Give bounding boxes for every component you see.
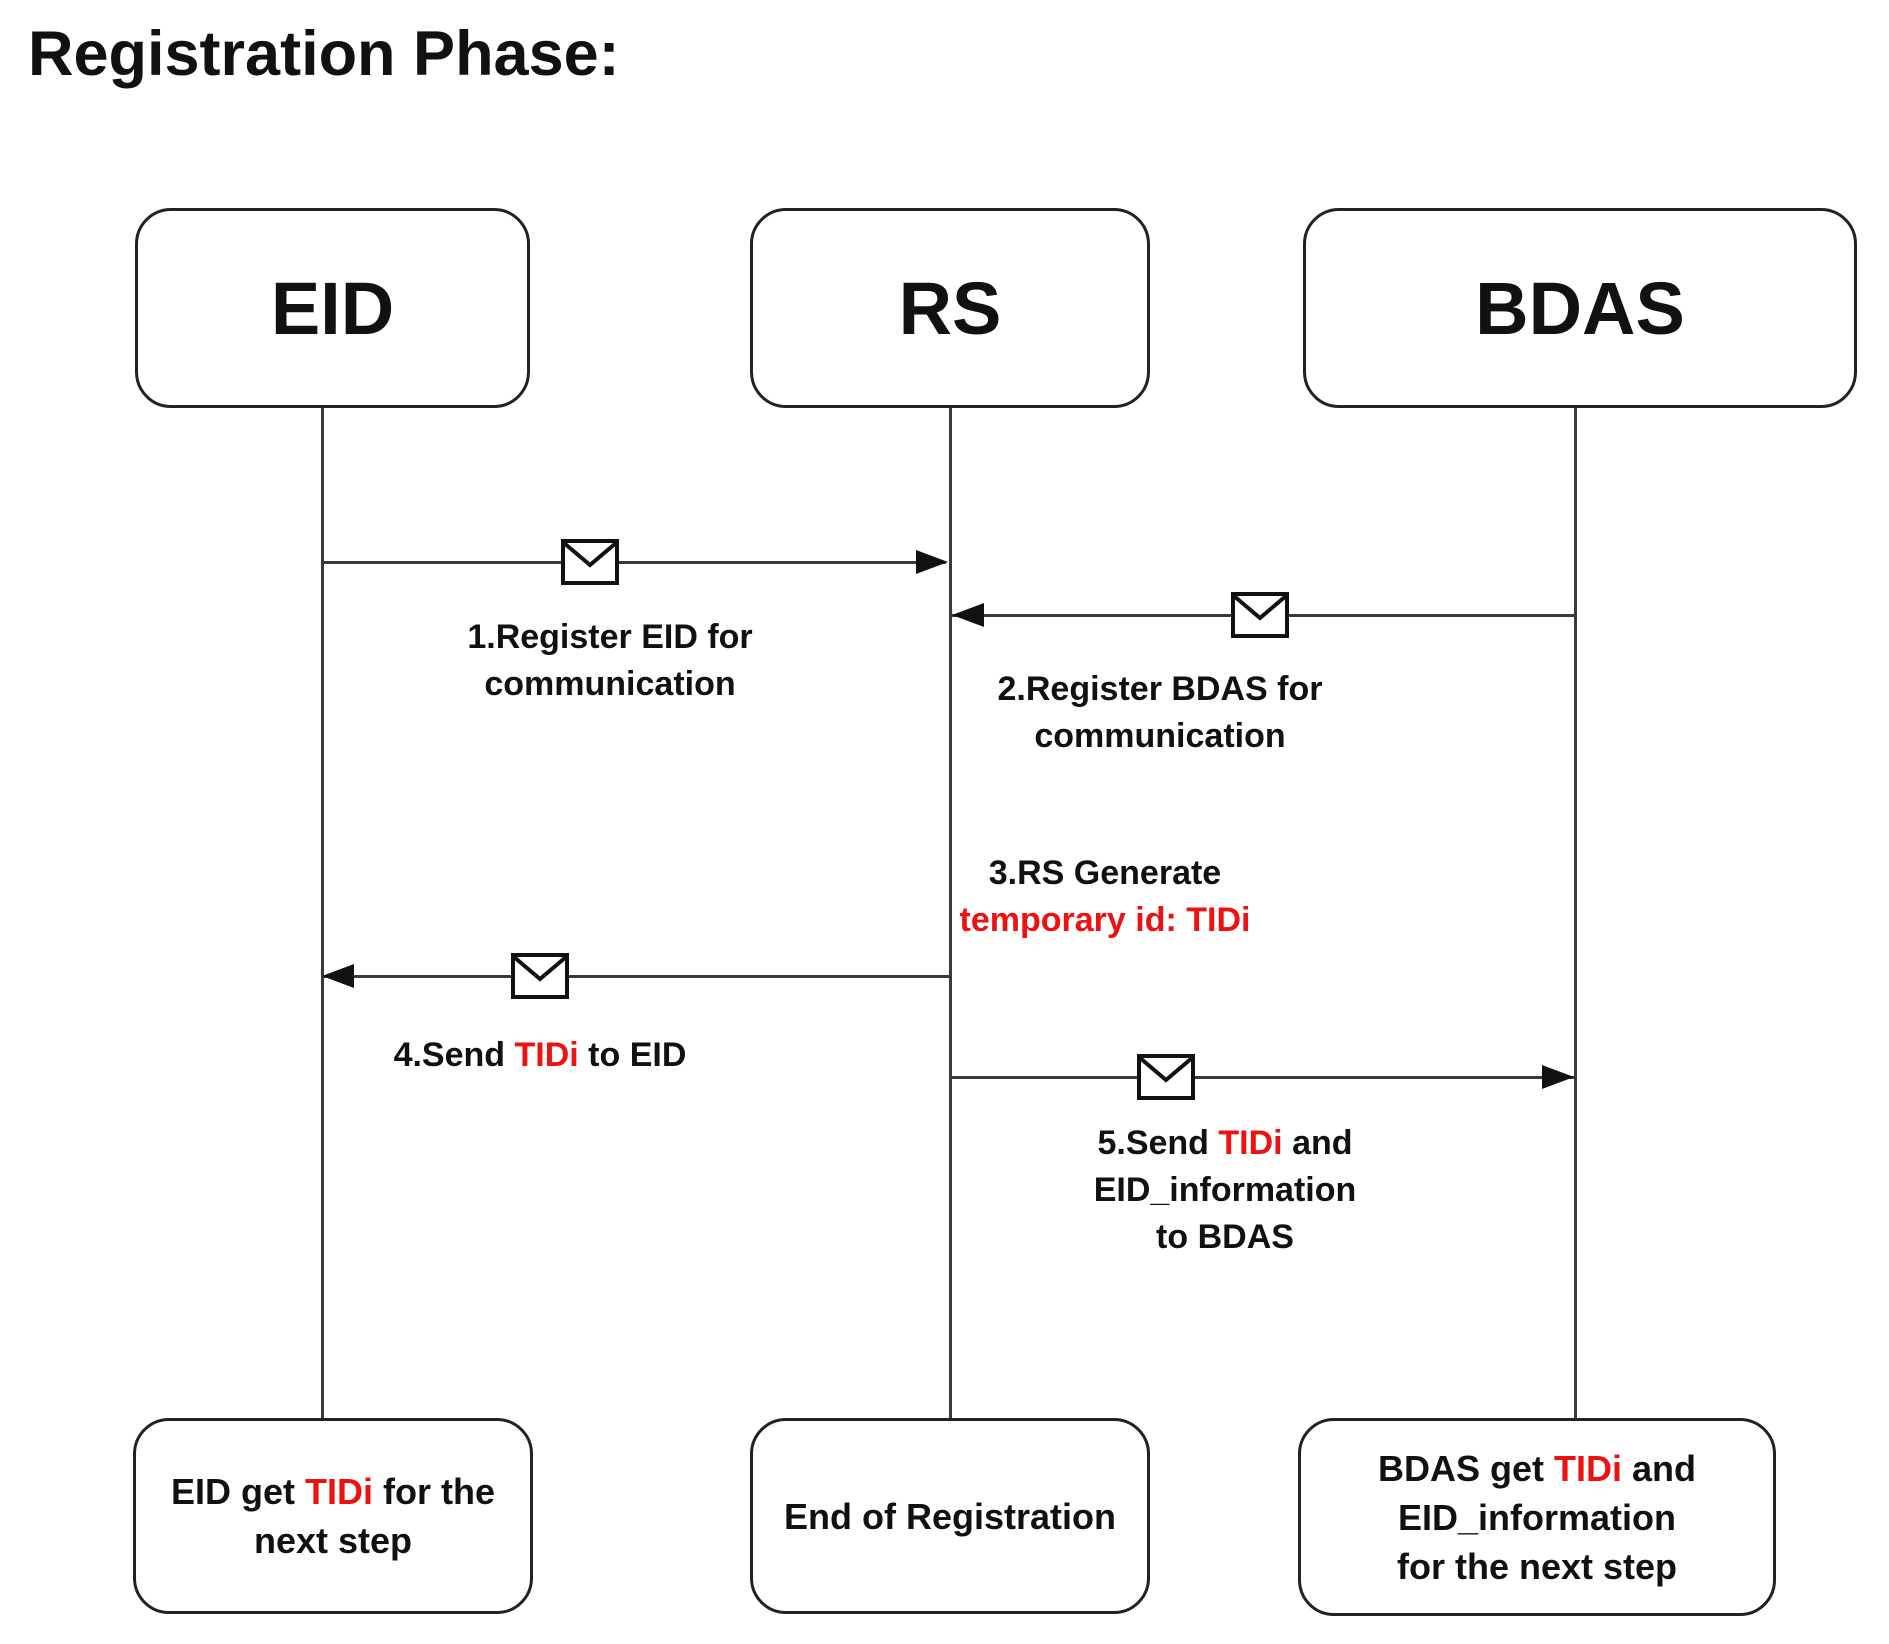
endstate-box-eid: EID get TIDi for the next step (133, 1418, 533, 1614)
actor-label-eid: EID (270, 266, 395, 350)
endstate-bdas-post: and (1622, 1447, 1697, 1489)
endstate-bdas-line2: EID_information (1397, 1496, 1676, 1538)
message2-label-line1: 2.Register BDAS for (997, 670, 1323, 708)
message2-label: 2.Register BDAS for communication (935, 666, 1385, 760)
message5-arrowhead-icon (1542, 1065, 1574, 1089)
page-title: Registration Phase: (28, 19, 620, 89)
message5-text-post: and (1282, 1124, 1353, 1162)
note-rs-generate: 3.RS Generate temporary id: TIDi (915, 850, 1295, 944)
actor-label-bdas: BDAS (1475, 266, 1685, 350)
message4-text-pre: 4.Send (393, 1036, 515, 1074)
message4-text-post: to EID (578, 1036, 687, 1074)
lifeline-rs (949, 408, 952, 1418)
endstate-box-bdas: BDAS get TIDi and EID_information for th… (1298, 1418, 1776, 1616)
message1-arrowhead-icon (916, 550, 948, 574)
message1-label-line1: 1.Register EID for (467, 618, 753, 656)
lifeline-bdas (1574, 408, 1577, 1418)
endstate-eid-line2: next step (253, 1520, 413, 1561)
lifeline-eid (321, 408, 324, 1418)
message5-label-line3: to BDAS (1156, 1218, 1294, 1256)
endstate-eid-line1: EID get TIDi for the (171, 1467, 495, 1516)
note-line1: 3.RS Generate (988, 854, 1222, 892)
message1-label: 1.Register EID for communication (400, 614, 820, 708)
endstate-rs-line1: End of Registration (784, 1495, 1116, 1537)
endstate-eid-pre: EID get (170, 1471, 305, 1512)
endstate-box-rs: End of Registration (750, 1418, 1150, 1614)
message1-label-line2: communication (484, 665, 736, 703)
message4-label: 4.Send TIDi to EID (330, 1032, 750, 1079)
envelope-icon (1137, 1054, 1195, 1100)
actor-box-rs: RS (750, 208, 1150, 408)
message2-arrowhead-icon (952, 603, 984, 627)
actor-box-eid: EID (135, 208, 530, 408)
message4-arrowhead-icon (322, 964, 354, 988)
message5-label: 5.Send TIDi and EID_information to BDAS (1025, 1120, 1425, 1261)
actor-label-rs: RS (898, 266, 1002, 350)
endstate-bdas-tid: TIDi (1554, 1447, 1622, 1489)
endstate-bdas-line1: BDAS get TIDi and (1378, 1444, 1696, 1493)
envelope-icon (511, 953, 569, 999)
message5-label-line1: 5.Send TIDi and (1025, 1120, 1425, 1167)
message5-text-pre: 5.Send (1097, 1124, 1219, 1162)
envelope-icon (561, 539, 619, 585)
endstate-bdas-text: BDAS get TIDi and EID_information for th… (1378, 1444, 1696, 1591)
message5-label-line2: EID_information (1093, 1171, 1357, 1209)
actor-box-bdas: BDAS (1303, 208, 1857, 408)
endstate-bdas-line3: for the next step (1396, 1545, 1678, 1587)
message4-text-tid: TIDi (514, 1036, 579, 1074)
message4-line (322, 975, 950, 978)
endstate-eid-tid: TIDi (305, 1471, 373, 1512)
endstate-bdas-pre: BDAS get (1377, 1447, 1554, 1489)
message5-line (950, 1076, 1574, 1079)
envelope-icon (1231, 592, 1289, 638)
message4-label-line1: 4.Send TIDi to EID (330, 1032, 750, 1079)
endstate-eid-text: EID get TIDi for the next step (171, 1467, 495, 1565)
message1-line (322, 561, 946, 564)
message5-text-tid: TIDi (1218, 1124, 1283, 1162)
note-line2: temporary id: TIDi (959, 901, 1251, 939)
message2-label-line2: communication (1034, 717, 1286, 755)
endstate-eid-post: for the (373, 1471, 495, 1512)
